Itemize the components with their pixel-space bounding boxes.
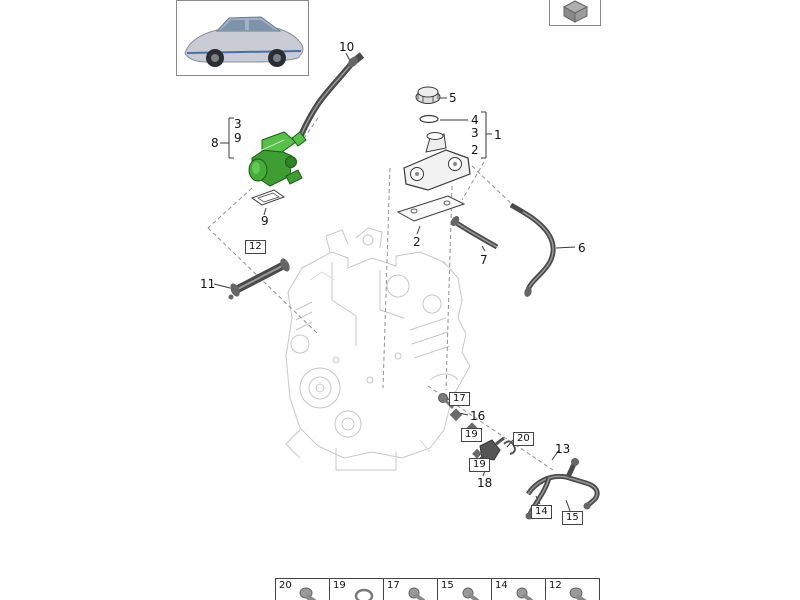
screw-icon: [408, 587, 426, 600]
callout-11[interactable]: 11: [200, 277, 216, 291]
callout-7[interactable]: 7: [480, 253, 488, 267]
legend-cell-15[interactable]: 15: [437, 578, 492, 600]
legend-cell-20[interactable]: 20: [275, 578, 330, 600]
callout-3a[interactable]: 3: [471, 126, 479, 140]
pipe-11[interactable]: [228, 257, 291, 300]
callout-8[interactable]: 8: [211, 136, 219, 150]
callout-15[interactable]: 15: [562, 511, 583, 525]
callout-19b[interactable]: 19: [469, 458, 490, 472]
bolt-icon: [299, 587, 318, 600]
screw-icon: [516, 587, 534, 600]
callout-1[interactable]: 1: [494, 128, 502, 142]
legend-cell-number: 19: [333, 580, 346, 591]
callout-2a[interactable]: 2: [471, 143, 479, 157]
hose-6[interactable]: [509, 202, 556, 298]
callout-18[interactable]: 18: [477, 476, 493, 490]
screw-icon: [462, 587, 480, 600]
legend-cell-14[interactable]: 14: [491, 578, 546, 600]
oil-separator-valve-highlighted[interactable]: [248, 131, 307, 187]
hose-7[interactable]: [449, 214, 499, 250]
hardware-legend-strip: 20 19 17 15 14: [275, 578, 600, 600]
callout-17[interactable]: 17: [449, 392, 470, 406]
legend-cell-number: 17: [387, 580, 400, 591]
engine-line-art: [285, 227, 471, 471]
callout-14[interactable]: 14: [531, 505, 552, 519]
callout-2b[interactable]: 2: [413, 235, 421, 249]
seal-ring-icon: [354, 588, 374, 600]
callout-13[interactable]: 13: [555, 442, 571, 456]
callout-6[interactable]: 6: [578, 241, 586, 255]
bolt-icon: [569, 587, 588, 600]
legend-cell-number: 20: [279, 580, 292, 591]
callout-9b[interactable]: 9: [261, 214, 269, 228]
hardware-part-icon: [562, 0, 589, 23]
legend-cell-19[interactable]: 19: [329, 578, 384, 600]
legend-cell-number: 12: [549, 580, 562, 591]
part-thumbnail-box[interactable]: [549, 0, 601, 26]
callout-19a[interactable]: 19: [461, 428, 482, 442]
seal-ring-4[interactable]: [419, 114, 439, 124]
callout-20[interactable]: 20: [513, 432, 534, 446]
legend-cell-number: 14: [495, 580, 508, 591]
legend-cell-12[interactable]: 12: [545, 578, 600, 600]
vehicle-thumbnail-box[interactable]: [176, 0, 309, 76]
callout-10[interactable]: 10: [339, 40, 355, 54]
vent-hose-10[interactable]: [296, 52, 365, 142]
vehicle-side-view-icon: [184, 16, 304, 67]
fittings-chain[interactable]: [438, 393, 516, 461]
callout-9a[interactable]: 9: [234, 131, 242, 145]
callout-4[interactable]: 4: [471, 113, 479, 127]
filler-neck-assembly-1[interactable]: [403, 132, 471, 191]
gasket-9[interactable]: [250, 189, 286, 206]
dashed-leader-lines: [207, 117, 554, 471]
gasket-2[interactable]: [396, 195, 466, 222]
callout-12[interactable]: 12: [245, 240, 266, 254]
callout-3b[interactable]: 3: [234, 117, 242, 131]
callout-5[interactable]: 5: [449, 91, 457, 105]
legend-cell-17[interactable]: 17: [383, 578, 438, 600]
callout-16[interactable]: 16: [470, 409, 486, 423]
legend-cell-number: 15: [441, 580, 454, 591]
filler-cap-5[interactable]: [415, 86, 441, 104]
